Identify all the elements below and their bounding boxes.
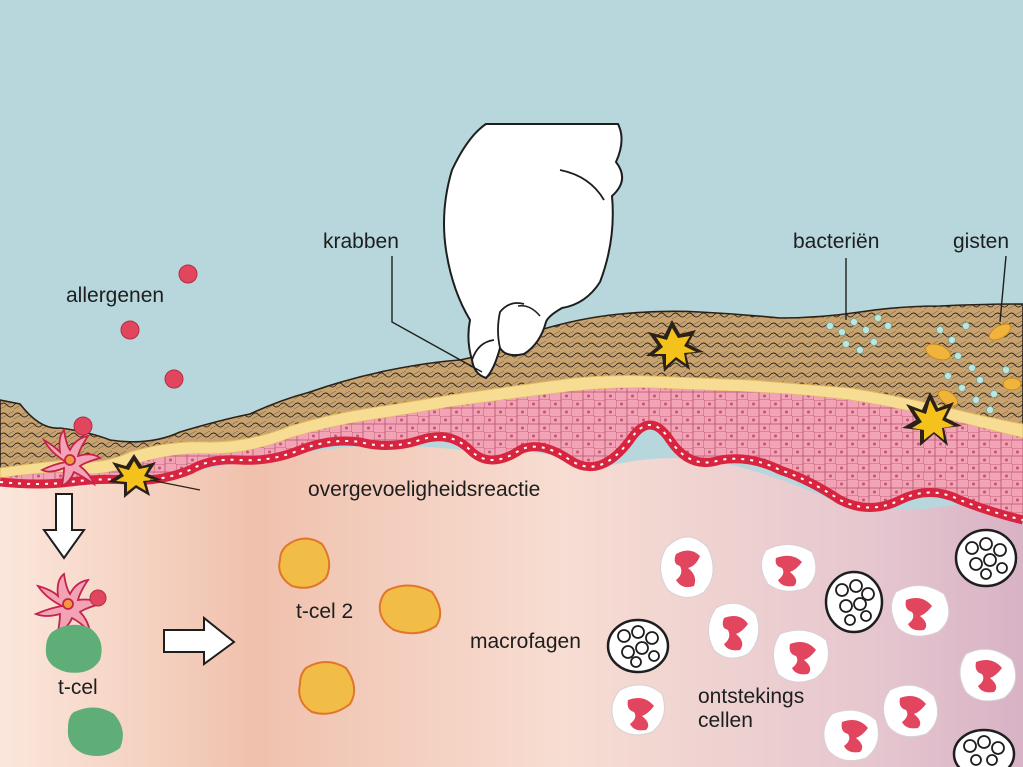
damage-burst-icon [646, 320, 704, 372]
label-t-cell-2: t-cel 2 [296, 600, 354, 623]
label-inflammatory-cells: ontstekings cellen [698, 685, 805, 733]
inflammatory-cell [823, 709, 879, 762]
label-scratching: krabben [323, 230, 399, 253]
macrophage [824, 570, 884, 634]
label-t-cell: t-cel [58, 676, 98, 699]
inflammatory-cell [959, 648, 1017, 702]
yeast-cluster [925, 323, 1022, 407]
t-cell-2 [298, 661, 356, 715]
macrophage [606, 618, 670, 674]
inflammatory-cell [708, 602, 760, 659]
yeast-leader-line [999, 255, 1007, 323]
allergen-particle [120, 320, 140, 340]
t-cell-2 [278, 537, 331, 589]
allergen-particle [89, 589, 107, 607]
inflammatory-cell [611, 684, 665, 736]
label-bacteria: bacteriën [793, 230, 880, 253]
dendritic-cell-icon [39, 428, 102, 488]
t-cell [45, 624, 102, 673]
arrow-right-icon [163, 615, 236, 666]
inflammatory-cell [660, 536, 714, 598]
t-cell [67, 707, 123, 756]
basal-cell-dots [0, 424, 1023, 521]
inflammatory-cell [773, 629, 829, 683]
label-allergens: allergenen [66, 284, 165, 307]
allergen-particle [178, 264, 198, 284]
scratching-leader-line [391, 256, 483, 373]
hand-icon [443, 123, 623, 380]
t-cell-2 [378, 584, 442, 635]
allergen-particle [73, 416, 93, 436]
allergen-particle [164, 369, 184, 389]
label-hypersensitivity: overgevoeligheidsreactie [308, 478, 541, 501]
damage-burst-icon [902, 392, 962, 446]
dermis-layer [0, 445, 1023, 767]
macrophage [954, 528, 1018, 588]
arrow-down-icon [42, 493, 86, 560]
inflammatory-cell [891, 585, 950, 637]
inflammatory-cell [761, 544, 817, 592]
label-macrophages: macrofagen [470, 630, 581, 653]
bacteria-cluster [826, 314, 1010, 414]
damage-burst-icon [108, 454, 201, 498]
macrophage [952, 728, 1016, 767]
inflammatory-cell [883, 684, 939, 738]
label-yeasts: gisten [953, 230, 1010, 253]
